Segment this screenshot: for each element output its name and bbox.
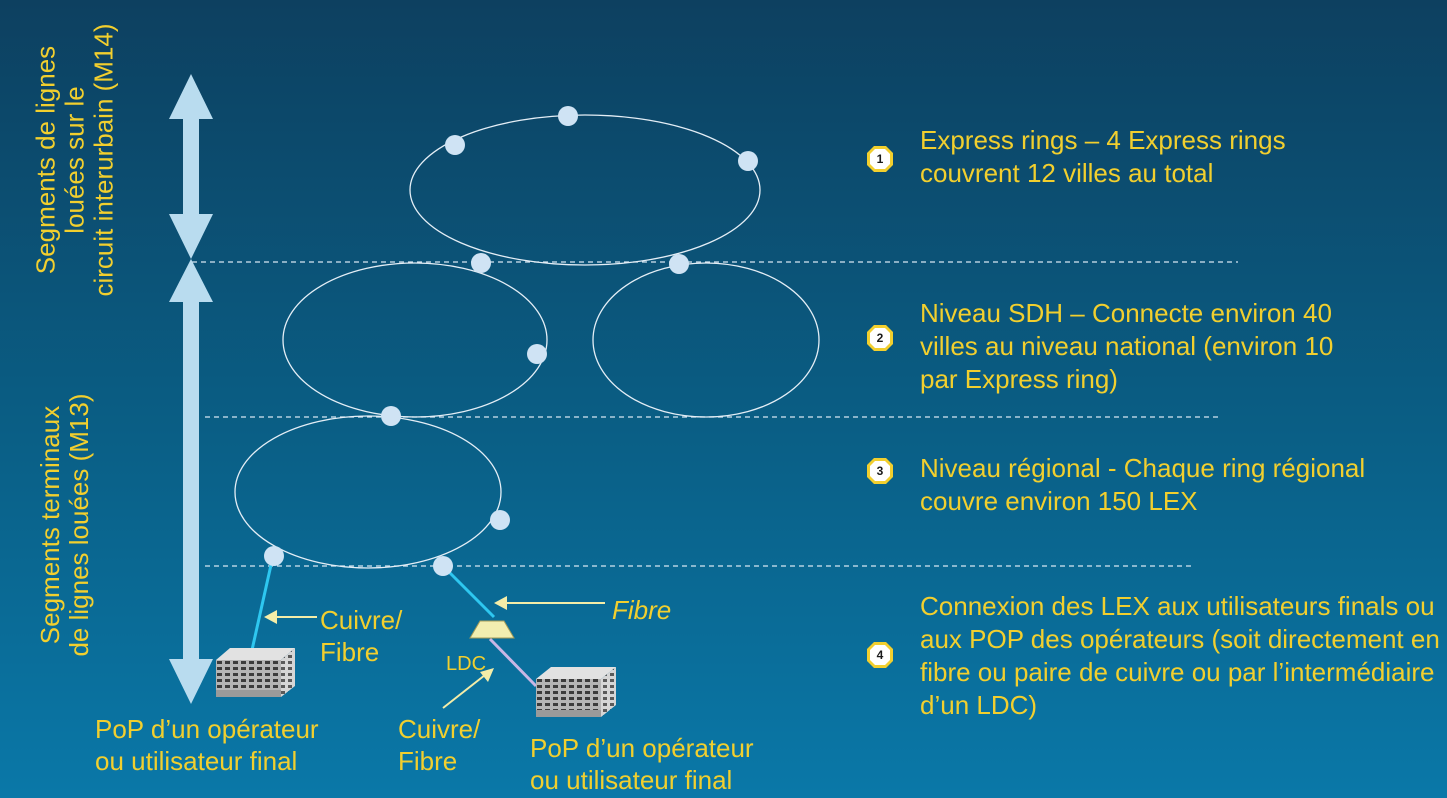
node — [471, 253, 491, 273]
number-badge-4: 4 — [866, 641, 894, 669]
label-line: ou utilisateur final — [95, 746, 298, 776]
express-ring — [409, 114, 761, 266]
node — [433, 556, 453, 576]
node — [445, 135, 465, 155]
ldc-device — [469, 620, 515, 639]
cuivre-fibre-label-bottom: Cuivre/ Fibre — [398, 713, 480, 777]
node — [669, 254, 689, 274]
ring-nodes — [264, 106, 758, 576]
fibre-link-left — [250, 555, 275, 651]
copper-link — [488, 637, 538, 688]
pointer-arrow-ldc — [442, 668, 494, 709]
pop-label-right: PoP d’un opérateur ou utilisateur final — [530, 732, 754, 796]
pointer-arrow-fibre — [494, 596, 605, 610]
label-line: Cuivre/ — [320, 605, 403, 635]
cuivre-fibre-label-left: Cuivre/ Fibre — [320, 604, 402, 668]
intercity-segment-arrow — [169, 74, 213, 259]
node — [527, 344, 547, 364]
terminal-segment-arrow — [169, 259, 213, 704]
pointer-arrow-cuivre — [264, 610, 317, 624]
node — [490, 510, 510, 530]
sdh-ring-right — [592, 262, 820, 418]
label-line: ou utilisateur final — [530, 765, 733, 795]
intercity-segments-label: Segments de lignes louées sur le circuit… — [30, 23, 119, 297]
node — [264, 546, 284, 566]
number-badge-2: 2 — [866, 324, 894, 352]
building-icon-left — [216, 648, 295, 697]
label-line: circuit interurbain (M14) — [88, 23, 119, 297]
number-badge-3: 3 — [866, 457, 894, 485]
node — [738, 151, 758, 171]
regional-ring — [234, 415, 502, 569]
node — [558, 106, 578, 126]
label-line: Segments terminaux — [35, 405, 65, 645]
building-icon-right — [536, 667, 616, 717]
pop-label-left: PoP d’un opérateur ou utilisateur final — [95, 713, 319, 777]
label-line: Cuivre/ — [398, 714, 481, 744]
description-express-rings: Express rings – 4 Express rings couvrent… — [920, 125, 1286, 188]
label-line: de lignes louées (M13) — [64, 393, 94, 657]
label-line: Fibre — [398, 746, 458, 776]
label-line: PoP d’un opérateur — [530, 733, 754, 763]
terminal-segments-label: Segments terminaux de lignes louées (M13… — [35, 393, 94, 657]
label-line: louées sur le — [59, 86, 90, 234]
description-regional-level: Niveau régional - Chaque ring régional c… — [920, 453, 1366, 516]
node — [381, 406, 401, 426]
label-line: PoP d’un opérateur — [95, 714, 319, 744]
description-lex-connection: Connexion des LEX aux utilisateurs final… — [920, 591, 1440, 720]
fibre-label: Fibre — [612, 595, 672, 625]
label-line: Segments de lignes — [30, 45, 61, 275]
ldc-label: LDC — [446, 653, 487, 675]
description-sdh-level: Niveau SDH – Connecte environ 40 villes … — [920, 298, 1334, 394]
number-badge-1: 1 — [866, 145, 894, 173]
fibre-link-right — [441, 564, 496, 619]
label-line: Fibre — [320, 637, 380, 667]
sdh-ring-left — [282, 262, 548, 418]
